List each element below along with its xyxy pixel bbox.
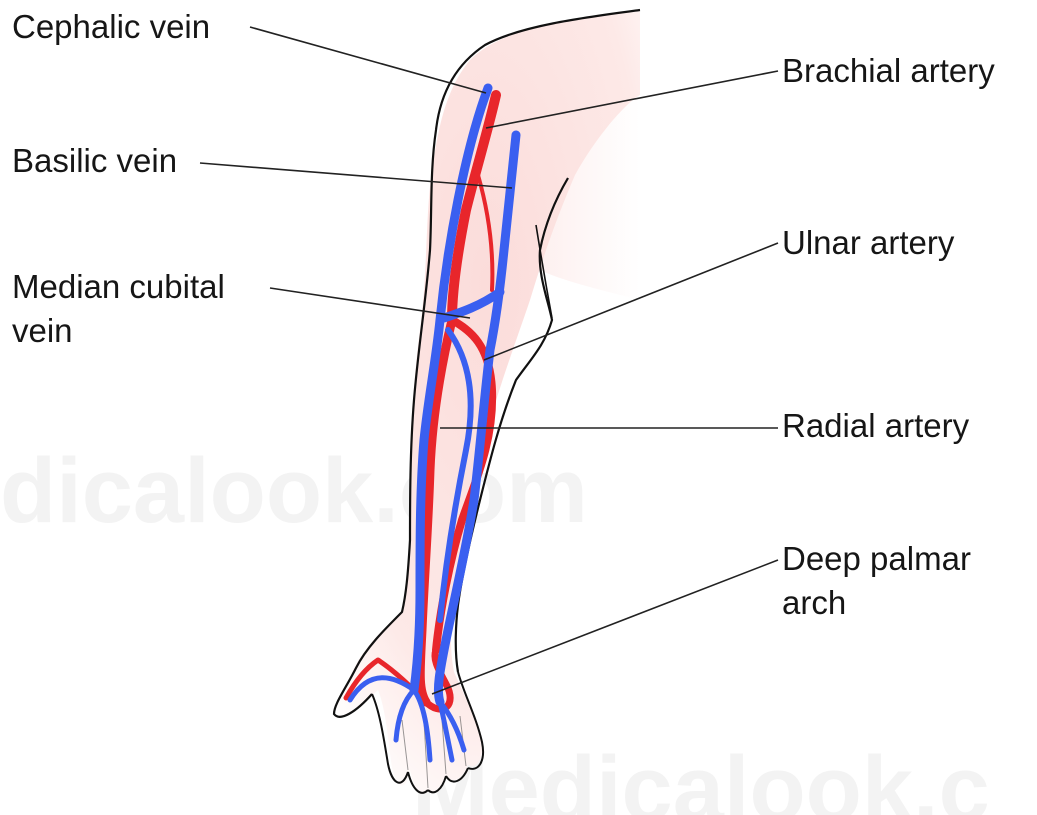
- label-deep-palmar-arch-line2: arch: [782, 582, 846, 623]
- label-basilic-vein: Basilic vein: [12, 140, 177, 181]
- label-radial-artery: Radial artery: [782, 405, 969, 446]
- label-median-cubital-vein-line1: Median cubital: [12, 266, 225, 307]
- leader-cephalic-vein: [250, 27, 486, 93]
- label-deep-palmar-arch-line1: Deep palmar: [782, 538, 971, 579]
- leader-deep-palmar-arch: [432, 560, 778, 694]
- label-median-cubital-vein-line2: vein: [12, 310, 73, 351]
- watermark-bottom: Medicalook.c: [412, 738, 990, 815]
- label-brachial-artery: Brachial artery: [782, 50, 995, 91]
- label-cephalic-vein: Cephalic vein: [12, 6, 210, 47]
- watermark-middle: dicalook.com: [0, 440, 588, 542]
- label-ulnar-artery: Ulnar artery: [782, 222, 954, 263]
